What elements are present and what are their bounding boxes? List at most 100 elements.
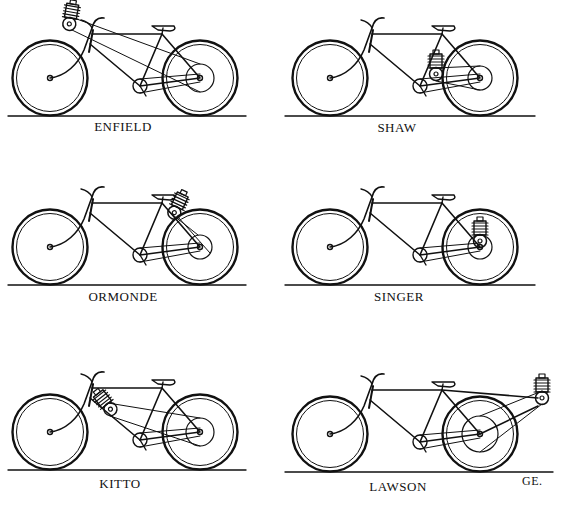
engine: [428, 50, 444, 81]
crankcase: [536, 392, 549, 405]
belt: [72, 30, 200, 92]
cooling-fin: [428, 58, 444, 59]
cooling-fin: [65, 5, 81, 8]
chain: [420, 82, 480, 93]
frame-line: [140, 388, 200, 440]
frame-line: [90, 213, 140, 255]
belt: [178, 217, 210, 253]
saddle: [152, 380, 175, 385]
fork-handlebar: [50, 187, 104, 247]
crankcase: [101, 400, 119, 418]
cooling-fin: [428, 61, 444, 62]
chain: [140, 74, 200, 79]
cylinder-head: [433, 50, 439, 54]
handlebar: [81, 374, 92, 382]
handlebar: [361, 189, 372, 197]
motor-bicycle: [8, 0, 246, 116]
cooling-fin: [534, 385, 550, 386]
bike-name: KITTO: [99, 476, 140, 492]
motor-bicycle: [285, 187, 535, 285]
saddle: [432, 195, 455, 200]
cooling-fin: [428, 55, 444, 56]
saddle: [152, 26, 175, 31]
tyre: [443, 210, 518, 285]
saddle: [432, 382, 455, 387]
cylinder-head: [93, 388, 100, 395]
crank: [420, 86, 426, 96]
engine: [534, 374, 550, 405]
fork-handlebar: [330, 374, 384, 434]
cylinder-head: [539, 374, 545, 378]
crank: [140, 440, 146, 450]
cylinder-head: [70, 0, 77, 5]
belt: [110, 416, 200, 446]
crankcase: [166, 204, 183, 221]
cooling-fin: [173, 196, 188, 203]
frame-line: [372, 389, 442, 391]
cooling-fin: [534, 382, 550, 383]
pulley: [540, 396, 544, 400]
pulley: [108, 406, 114, 412]
cooling-fin: [64, 8, 80, 11]
engine: [472, 217, 488, 248]
belt: [480, 391, 542, 416]
cooling-fin: [534, 379, 550, 380]
bike-name: SHAW: [377, 120, 416, 136]
frame-line: [442, 390, 538, 398]
cooling-fin: [63, 14, 79, 17]
belt: [436, 66, 480, 68]
saddle: [152, 195, 175, 200]
chain: [420, 438, 480, 449]
engine: [60, 0, 81, 32]
cylinder-head: [477, 217, 483, 221]
chain: [140, 251, 200, 262]
bike-name: LAWSON: [369, 479, 427, 495]
frame-line: [140, 34, 200, 86]
chain: [420, 430, 480, 435]
motor-bicycle: [285, 18, 535, 116]
saddle: [432, 26, 455, 31]
cooling-fin: [472, 228, 488, 229]
frame-line: [420, 203, 480, 255]
handlebar: [361, 20, 372, 28]
belt-rim: [462, 416, 498, 452]
handlebar: [81, 189, 92, 197]
crank: [420, 442, 426, 452]
crank: [140, 86, 146, 96]
chain: [420, 243, 480, 248]
fork-handlebar: [50, 18, 104, 78]
cooling-fin: [472, 231, 488, 232]
bike-name: SINGER: [374, 289, 424, 305]
rim: [447, 214, 514, 281]
frame-line: [92, 387, 162, 389]
frame-line: [420, 34, 480, 86]
cooling-fin: [534, 388, 550, 389]
pulley: [67, 22, 72, 27]
chain: [420, 251, 480, 262]
belt-rim: [468, 235, 492, 259]
chain: [140, 436, 200, 447]
pulley: [478, 239, 482, 243]
frame-line: [92, 33, 162, 35]
frame-line: [420, 390, 480, 442]
bike-name: ORMONDE: [88, 289, 157, 305]
bike-name: ENFIELD: [94, 119, 152, 135]
motor-bicycle: [8, 187, 246, 285]
motor-bicycle: [8, 372, 246, 470]
handlebar: [361, 376, 372, 384]
frame-line: [370, 44, 420, 86]
frame-line: [140, 203, 200, 255]
frame-line: [372, 33, 442, 35]
crankcase: [430, 68, 443, 81]
belt: [74, 18, 200, 64]
belt: [436, 81, 480, 90]
signature: GE.: [522, 474, 543, 489]
engine: [89, 385, 120, 419]
belt-rim: [186, 418, 214, 446]
fork-handlebar: [330, 187, 384, 247]
belt-rim: [188, 235, 212, 259]
cooling-fin: [428, 64, 444, 65]
chain: [140, 243, 200, 248]
motor-bicycle: [285, 374, 553, 472]
